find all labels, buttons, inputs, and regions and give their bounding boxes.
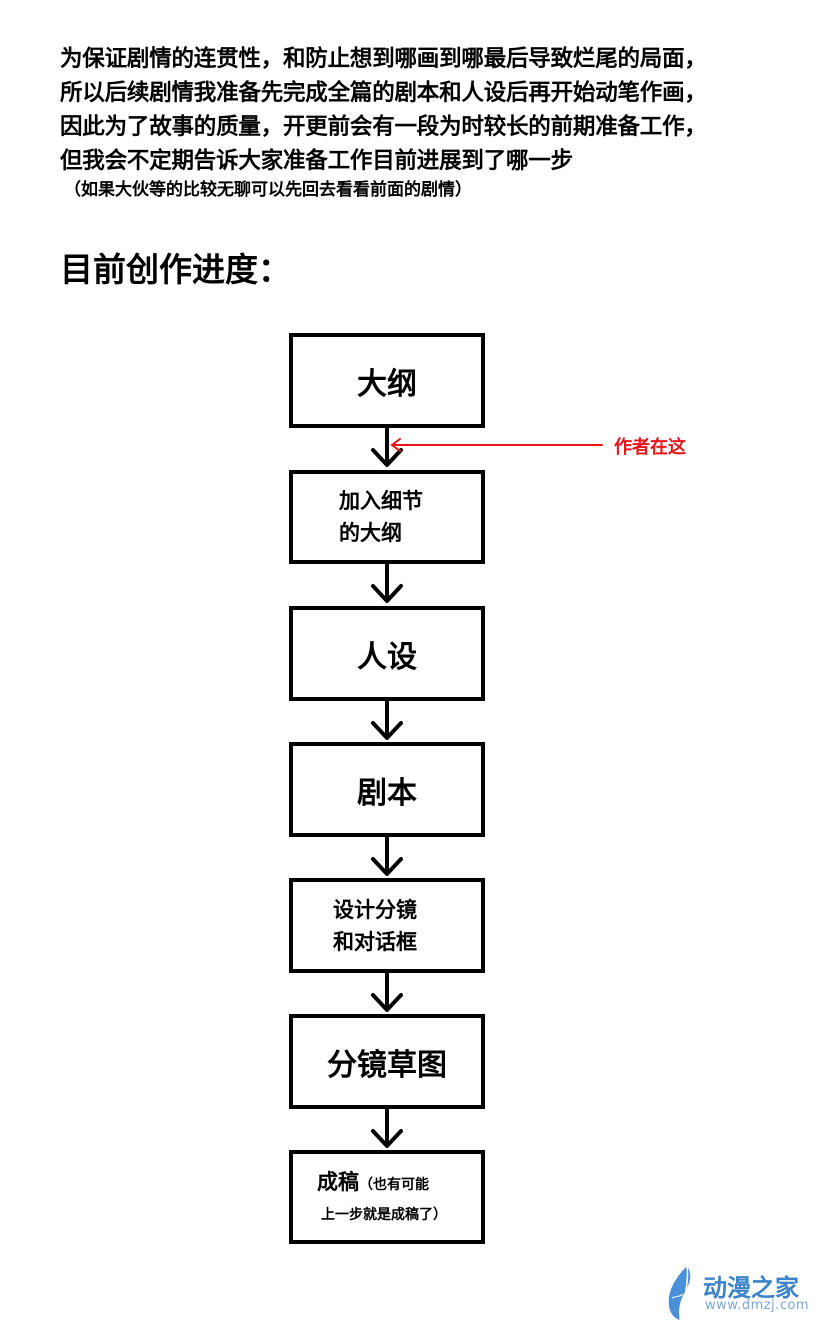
step-outline: 大纲	[289, 333, 485, 428]
intro-line: 为保证剧情的连贯性，和防止想到哪画到哪最后导致烂尾的局面，	[60, 46, 707, 72]
step-label: 大纲	[357, 366, 417, 402]
flow-arrow	[371, 562, 403, 603]
step-label: 成稿	[317, 1169, 359, 1194]
step-label: 加入细节	[339, 489, 423, 513]
step-character-design: 人设	[289, 606, 485, 701]
step-panel-design: 设计分镜 和对话框	[289, 878, 485, 973]
step-label: 分镜草图	[327, 1047, 447, 1083]
step-label: 设计分镜	[333, 897, 417, 922]
step-label: 的大纲	[339, 521, 402, 545]
flow-arrow	[371, 426, 403, 467]
intro-line: 因此为了故事的质量，开更前会有一段为时较长的前期准备工作，	[60, 114, 707, 140]
logo-url: www.dmzj.com	[705, 1298, 810, 1313]
step-detailed-outline: 加入细节 的大纲	[289, 470, 485, 564]
intro-note: （如果大伙等的比较无聊可以先回去看看前面的剧情）	[64, 180, 472, 200]
section-title: 目前创作进度：	[60, 250, 291, 289]
step-label: 剧本	[357, 775, 417, 811]
logo-name: 动漫之家	[703, 1274, 799, 1302]
intro-line: 所以后续剧情我准备先完成全篇的剧本和人设后再开始动笔作画，	[60, 80, 707, 106]
site-logo: 动漫之家 www.dmzj.com	[663, 1262, 813, 1322]
flow-arrow	[371, 835, 403, 876]
step-note: （也有可能	[359, 1176, 429, 1193]
feather-icon	[668, 1265, 691, 1321]
progress-marker-label: 作者在这	[614, 437, 686, 458]
step-note: 上一步就是成稿了）	[321, 1206, 447, 1223]
step-final-draft: 成稿（也有可能 上一步就是成稿了）	[289, 1150, 485, 1244]
flow-arrow	[371, 1107, 403, 1148]
intro-text: 为保证剧情的连贯性，和防止想到哪画到哪最后导致烂尾的局面， 所以后续剧情我准备先…	[60, 42, 800, 202]
step-label: 人设	[357, 639, 417, 675]
intro-line: 但我会不定期告诉大家准备工作目前进展到了哪一步	[60, 148, 573, 174]
step-script: 剧本	[289, 742, 485, 837]
step-storyboard-draft: 分镜草图	[289, 1014, 485, 1109]
flow-arrow	[371, 971, 403, 1012]
marker-arrow	[390, 438, 603, 452]
step-label: 和对话框	[333, 929, 417, 954]
flow-arrow	[371, 699, 403, 740]
